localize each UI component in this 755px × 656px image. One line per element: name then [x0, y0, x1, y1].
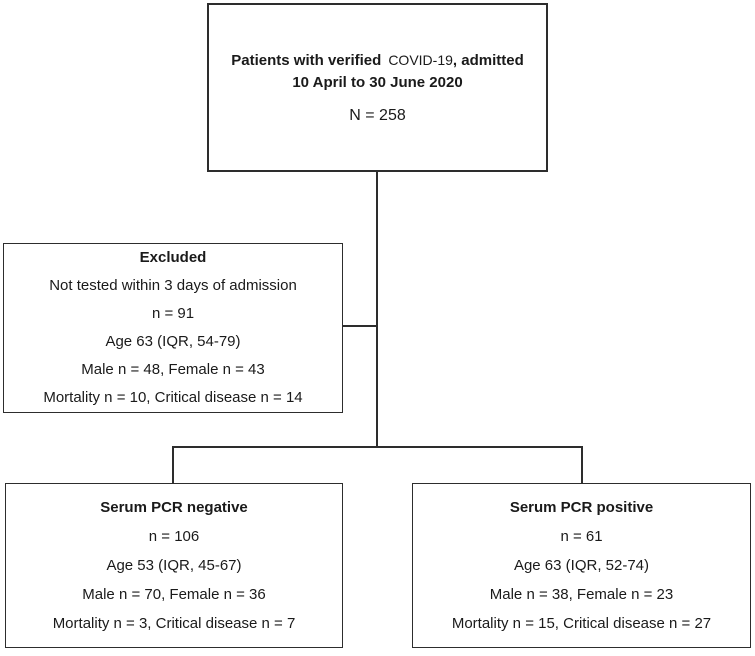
excluded-age: Age 63 (IQR, 54-79): [105, 333, 241, 350]
pcr-negative-title: Serum PCR negative: [100, 499, 248, 516]
connector-drop-positive: [581, 446, 583, 484]
excluded-sex: Male n = 48, Female n = 43: [81, 361, 265, 378]
pcr-positive-sex: Male n = 38, Female n = 23: [489, 586, 674, 603]
excluded-reason: Not tested within 3 days of admission: [49, 277, 297, 294]
admitted-title-line-1: Patients with verified COVID-19, admitted: [231, 49, 523, 72]
pcr-positive-title: Serum PCR positive: [509, 499, 654, 516]
pcr-positive-outcomes: Mortality n = 15, Critical disease n = 2…: [451, 615, 712, 632]
pcr-negative-count: n = 106: [148, 528, 200, 545]
excluded-outcomes: Mortality n = 10, Critical disease n = 1…: [43, 389, 303, 406]
connector-excluded-stub: [341, 325, 377, 327]
serum-pcr-negative-box: Serum PCR negative n = 106 Age 53 (IQR, …: [5, 483, 343, 648]
admitted-title-covid: COVID-19: [388, 52, 453, 68]
pcr-negative-sex: Male n = 70, Female n = 36: [82, 586, 266, 603]
admitted-count: N = 258: [349, 107, 406, 124]
pcr-positive-count: n = 61: [560, 528, 603, 545]
excluded-title: Excluded: [139, 249, 207, 266]
pcr-positive-age: Age 63 (IQR, 52-74): [513, 557, 650, 574]
excluded-box: Excluded Not tested within 3 days of adm…: [3, 243, 343, 413]
connector-drop-negative: [172, 446, 174, 484]
pcr-negative-outcomes: Mortality n = 3, Critical disease n = 7: [52, 615, 296, 632]
admitted-title-line-2: 10 April to 30 June 2020: [292, 74, 463, 91]
connector-branch-horizontal: [172, 446, 583, 448]
serum-pcr-positive-box: Serum PCR positive n = 61 Age 63 (IQR, 5…: [412, 483, 751, 648]
admitted-patients-box: Patients with verified COVID-19, admitted…: [207, 3, 548, 172]
admitted-title-bold-1: Patients with verified: [231, 52, 382, 69]
admitted-title-bold-2: , admitted: [452, 52, 524, 69]
pcr-negative-age: Age 53 (IQR, 45-67): [106, 557, 242, 574]
excluded-count: n = 91: [151, 305, 195, 322]
connector-top-to-branch: [376, 171, 378, 447]
